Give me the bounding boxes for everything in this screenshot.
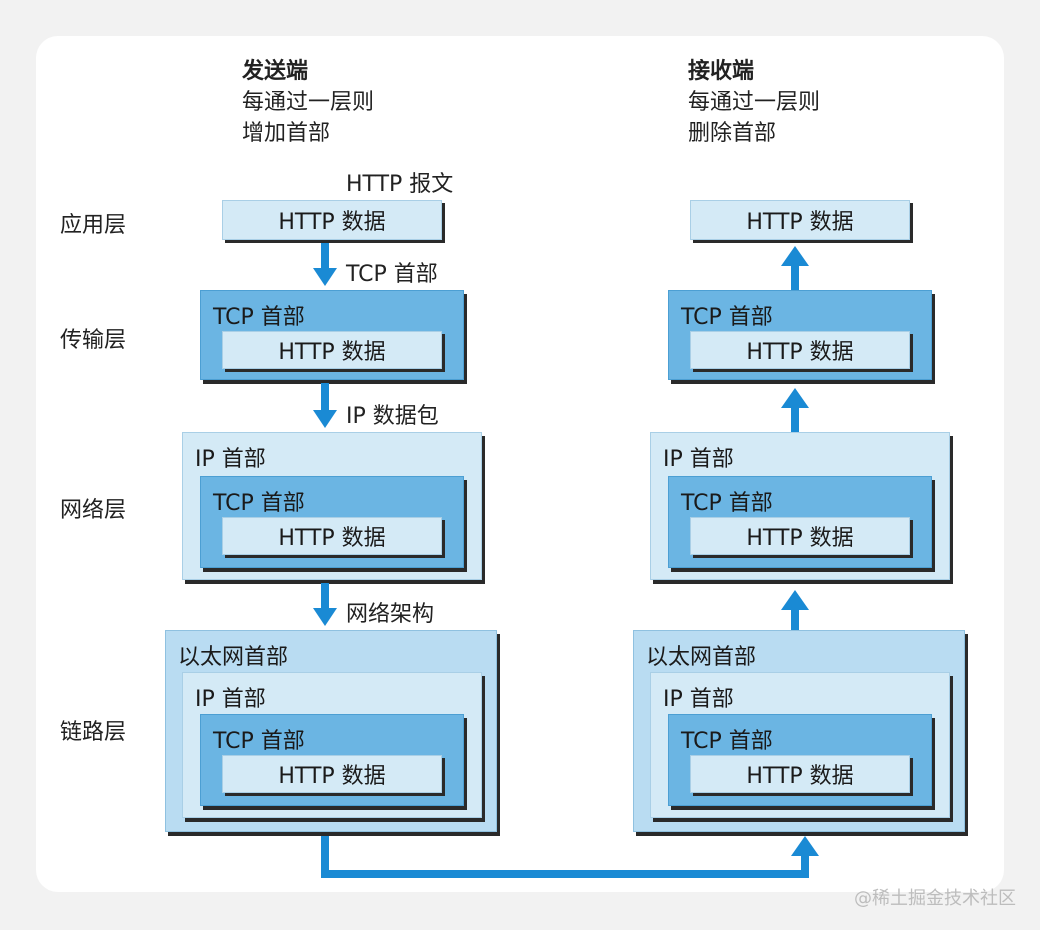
receiver-link-tcp-header: TCP 首部: [681, 729, 773, 754]
sender-line1: 每通过一层则: [242, 90, 375, 115]
sender-title: 发送端: [242, 59, 309, 84]
up-arrow-icon: [781, 388, 809, 432]
receiver-network-tcp-header: TCP 首部: [681, 491, 773, 516]
layer-application: 应用层: [60, 213, 127, 238]
sender-transport-http-data: HTTP 数据: [222, 331, 442, 369]
tcp-arrow-label: TCP 首部: [346, 262, 438, 287]
sender-link-http-data: HTTP 数据: [222, 755, 442, 793]
sender-link-ip-header: IP 首部: [195, 687, 266, 712]
receiver-link-http-data: HTTP 数据: [690, 755, 910, 793]
up-arrow-icon: [781, 590, 809, 630]
down-arrow-icon: [313, 243, 337, 286]
up-arrow-icon: [781, 246, 809, 290]
layer-transport: 传输层: [60, 328, 127, 353]
network-frame-label: 网络架构: [346, 602, 435, 627]
sender-line2: 增加首部: [242, 121, 331, 146]
down-arrow-icon: [313, 583, 337, 626]
watermark: @稀土掘金技术社区: [854, 888, 1016, 909]
receiver-transport-tcp-header: TCP 首部: [681, 305, 773, 330]
sender-header: 发送端 每通过一层则 增加首部: [242, 56, 374, 149]
sender-network-ip-header: IP 首部: [195, 447, 266, 472]
sender-app-http-data: HTTP 数据: [222, 200, 442, 240]
http-message-label: HTTP 报文: [346, 172, 454, 197]
receiver-line2: 删除首部: [688, 121, 777, 146]
sender-transport-tcp-header: TCP 首部: [213, 305, 305, 330]
receiver-app-http-data: HTTP 数据: [690, 200, 910, 240]
layer-network: 网络层: [60, 498, 127, 523]
sender-network-http-data: HTTP 数据: [222, 517, 442, 555]
receiver-network-http-data: HTTP 数据: [690, 517, 910, 555]
ip-packet-label: IP 数据包: [346, 404, 439, 429]
sender-network-tcp-header: TCP 首部: [213, 491, 305, 516]
layer-link: 链路层: [60, 720, 127, 745]
receiver-header: 接收端 每通过一层则 删除首部: [688, 56, 820, 149]
down-arrow-icon: [313, 383, 337, 428]
sender-link-eth-header: 以太网首部: [178, 645, 289, 670]
sender-link-tcp-header: TCP 首部: [213, 729, 305, 754]
receiver-link-ip-header: IP 首部: [663, 687, 734, 712]
receiver-link-eth-header: 以太网首部: [646, 645, 757, 670]
receiver-transport-http-data: HTTP 数据: [690, 331, 910, 369]
receiver-title: 接收端: [688, 59, 755, 84]
receiver-line1: 每通过一层则: [688, 90, 821, 115]
transfer-path-arrow-icon: [321, 836, 819, 878]
receiver-network-ip-header: IP 首部: [663, 447, 734, 472]
